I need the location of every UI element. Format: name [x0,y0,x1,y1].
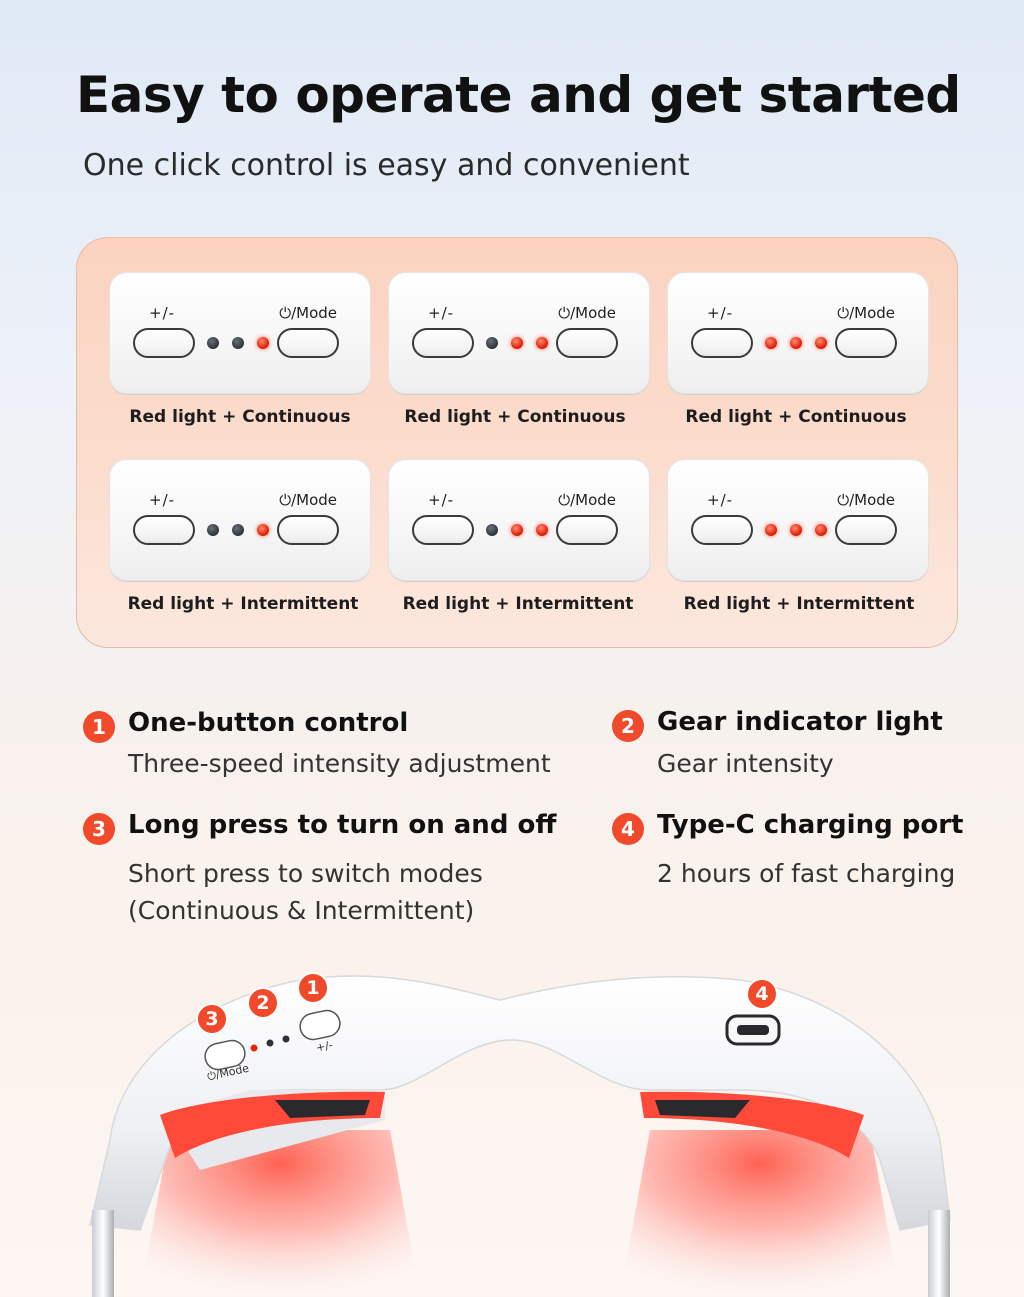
plus-minus-label: +/- [707,304,734,322]
number-badge: 1 [83,711,115,743]
indicator-led [486,337,498,349]
control-card: +/- ⏻/Mode [667,272,929,394]
device-badge-4: 4 [746,978,778,1010]
plus-minus-button[interactable] [133,328,195,358]
feature-title: Type-C charging port [657,810,964,840]
indicator-led [232,337,244,349]
feature-desc: Short press to switch modes [128,859,483,888]
power-mode-button[interactable] [277,328,339,358]
plus-minus-button[interactable] [691,515,753,545]
page-subtitle: One click control is easy and convenient [83,148,690,183]
indicator-led [207,524,219,536]
indicator-led [815,524,827,536]
feature-title: Long press to turn on and off [128,810,557,840]
device-badge-3: 3 [196,1003,228,1035]
plus-minus-label: +/- [428,491,455,509]
feature-desc: Gear intensity [657,749,834,778]
power-mode-label: ⏻/Mode [279,491,337,509]
power-mode-button[interactable] [277,515,339,545]
plus-minus-label: +/- [149,304,176,322]
feature-desc: 2 hours of fast charging [657,859,956,888]
feature-desc: Three-speed intensity adjustment [128,749,551,778]
card-caption: Red light + Continuous [404,407,626,427]
number-badge: 4 [612,813,644,845]
indicator-led [765,337,777,349]
power-mode-label: ⏻/Mode [837,304,895,322]
page-title: Easy to operate and get started [76,66,961,124]
indicator-led [765,524,777,536]
card-caption: Red light + Intermittent [683,594,915,614]
power-mode-button[interactable] [835,515,897,545]
device-illustration: ⏻/Mode +/- 1 2 3 4 [0,940,1024,1297]
control-card: +/- ⏻/Mode [388,272,650,394]
device-badge-1: 1 [297,972,329,1004]
indicator-led [257,524,269,536]
power-mode-button[interactable] [556,515,618,545]
card-caption: Red light + Intermittent [127,594,359,614]
power-mode-label: ⏻/Mode [279,304,337,322]
card-caption: Red light + Continuous [685,407,907,427]
gear-indicator-lights [207,337,277,351]
number-badge: 2 [612,710,644,742]
indicator-led [207,337,219,349]
plus-minus-label: +/- [707,491,734,509]
power-mode-label: ⏻/Mode [558,491,616,509]
plus-minus-button[interactable] [133,515,195,545]
indicator-led [511,524,523,536]
power-mode-label: ⏻/Mode [837,491,895,509]
plus-minus-button[interactable] [412,515,474,545]
card-caption: Red light + Continuous [129,407,351,427]
indicator-led [536,524,548,536]
plus-minus-button[interactable] [691,328,753,358]
gear-indicator-lights [486,337,556,351]
indicator-led [790,337,802,349]
gear-indicator-lights [765,337,835,351]
gear-indicator-lights [765,524,835,538]
indicator-led [790,524,802,536]
control-card: +/- ⏻/Mode [109,459,371,581]
device-badge-2: 2 [247,987,279,1019]
indicator-led [486,524,498,536]
power-mode-label: ⏻/Mode [558,304,616,322]
power-mode-button[interactable] [835,328,897,358]
control-card: +/- ⏻/Mode [109,272,371,394]
gear-indicator-lights [207,524,277,538]
indicator-led [536,337,548,349]
mode-panel: +/- ⏻/Mode Red light + Continuous +/- ⏻/… [76,237,958,648]
feature-title: Gear indicator light [657,707,943,737]
plus-minus-button[interactable] [412,328,474,358]
card-caption: Red light + Intermittent [402,594,634,614]
plus-minus-label: +/- [428,304,455,322]
feature-desc: (Continuous & Intermittent) [128,896,475,925]
feature-title: One-button control [128,708,409,738]
indicator-led [232,524,244,536]
control-card: +/- ⏻/Mode [388,459,650,581]
control-card: +/- ⏻/Mode [667,459,929,581]
plus-minus-label: +/- [149,491,176,509]
number-badge: 3 [83,813,115,845]
indicator-led [257,337,269,349]
indicator-led [511,337,523,349]
gear-indicator-lights [486,524,556,538]
power-mode-button[interactable] [556,328,618,358]
indicator-led [815,337,827,349]
eye-massager-device [89,975,951,1297]
